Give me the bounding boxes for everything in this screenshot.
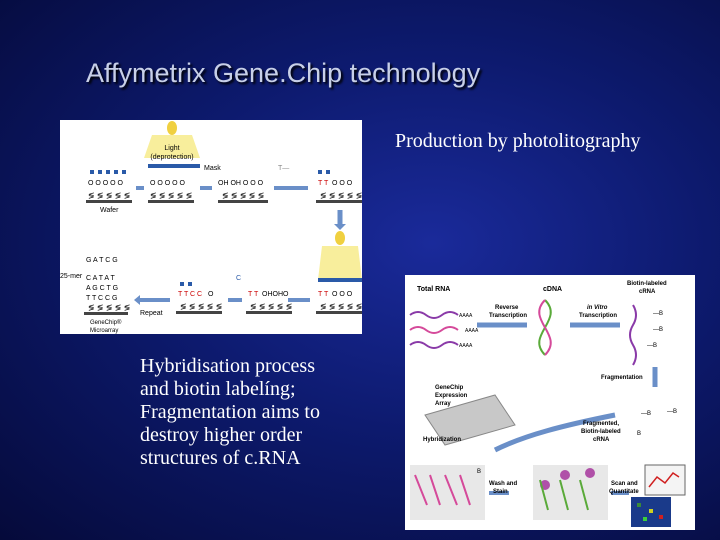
svg-text:Fragmented,: Fragmented,	[583, 421, 619, 427]
caption-line-4: destroy higher order	[140, 424, 303, 446]
wafer-3: OH OH O O O ≶ ≶ ≶ ≶ ≶ T—	[218, 165, 289, 203]
arrow-hyb	[493, 412, 616, 453]
light-bulb-2-icon	[335, 231, 345, 245]
light-label: Light	[164, 145, 179, 152]
mer-label: 25-mer	[60, 273, 83, 280]
rna-strand-2	[409, 326, 459, 334]
svg-text:Biotin-labeled: Biotin-labeled	[581, 429, 621, 435]
hybridization-label: Hybridization	[423, 437, 461, 443]
svg-text:≶ ≶ ≶ ≶ ≶: ≶ ≶ ≶ ≶ ≶	[180, 302, 222, 311]
svg-text:≶ ≶ ≶ ≶ ≶: ≶ ≶ ≶ ≶ ≶	[88, 191, 130, 200]
svg-text:OH OH O O O: OH OH O O O	[218, 180, 264, 187]
svg-text:—B: —B	[667, 409, 677, 415]
svg-text:B: B	[637, 431, 641, 437]
light-beam-icon	[144, 135, 200, 158]
svg-text:Array: Array	[435, 401, 451, 407]
svg-text:T T: T T	[318, 291, 329, 298]
svg-text:T T C C G: T T C C G	[86, 295, 118, 302]
total-rna-label: Total RNA	[417, 286, 450, 293]
svg-text:≶ ≶ ≶ ≶ ≶: ≶ ≶ ≶ ≶ ≶	[88, 303, 130, 312]
caption-line-3: Fragmentation aims to	[140, 401, 320, 423]
wafer-label: Wafer	[100, 207, 119, 214]
svg-text:AAAA: AAAA	[465, 328, 479, 334]
crna-strand	[629, 304, 637, 366]
svg-text:T T: T T	[318, 180, 329, 187]
svg-text:Expression: Expression	[435, 393, 468, 399]
svg-text:≶ ≶ ≶ ≶ ≶: ≶ ≶ ≶ ≶ ≶	[222, 191, 264, 200]
caption-line-2: and biotin labelíng;	[140, 378, 296, 400]
stain-panel	[533, 465, 608, 520]
slide-subtitle: Production by photolitography	[395, 130, 641, 152]
svg-text:G A T C G: G A T C G	[86, 257, 118, 264]
photolithography-diagram: Light (deprotection) Mask O O O O O ≶ ≶ …	[60, 120, 362, 334]
svg-text:Reverse: Reverse	[495, 305, 519, 311]
svg-text:≶ ≶ ≶ ≶ ≶: ≶ ≶ ≶ ≶ ≶	[320, 302, 362, 311]
photolithography-svg: Light (deprotection) Mask O O O O O ≶ ≶ …	[60, 121, 362, 334]
svg-text:T T C C: T T C C	[178, 291, 202, 298]
svg-text:C A T A T: C A T A T	[86, 275, 116, 282]
svg-text:T T: T T	[248, 291, 259, 298]
wafer-7: T T C C O ≶ ≶ ≶ ≶ ≶	[176, 282, 222, 314]
svg-text:≶ ≶ ≶ ≶ ≶: ≶ ≶ ≶ ≶ ≶	[320, 191, 362, 200]
svg-text:Biotin-labeled: Biotin-labeled	[627, 281, 667, 287]
slide-title: Affymetrix Gene.Chip technology	[86, 58, 481, 88]
svg-text:T—: T—	[278, 165, 289, 172]
svg-text:Transcription: Transcription	[489, 313, 527, 319]
svg-text:O O O: O O O	[332, 180, 353, 187]
svg-text:≶ ≶ ≶ ≶ ≶: ≶ ≶ ≶ ≶ ≶	[150, 191, 192, 200]
light-bulb-icon	[167, 121, 177, 135]
repeat-label: Repeat	[140, 310, 163, 317]
svg-text:O O O O O: O O O O O	[150, 180, 186, 187]
genechip-array	[424, 394, 516, 446]
svg-text:GeneChip®: GeneChip®	[90, 319, 122, 326]
svg-text:—B: —B	[641, 411, 651, 417]
wafer-1: O O O O O ≶ ≶ ≶ ≶ ≶ Wafer	[86, 170, 132, 214]
wafer-2: O O O O O ≶ ≶ ≶ ≶ ≶	[148, 180, 194, 203]
hybridization-diagram: Total RNA cDNA Biotin-labeled cRNA AAAA …	[405, 275, 695, 530]
svg-text:OHOHO: OHOHO	[262, 291, 289, 298]
svg-text:Scan and: Scan and	[611, 481, 638, 487]
svg-text:AAAA: AAAA	[459, 343, 473, 349]
svg-text:Wash and: Wash and	[489, 481, 517, 487]
scanner-monitor-icon	[644, 464, 686, 496]
svg-text:—B: —B	[647, 343, 657, 349]
svg-text:O: O	[208, 291, 214, 298]
svg-text:A G C T G: A G C T G	[86, 285, 118, 292]
caption-text: Hybridisation process and biotin labelín…	[140, 355, 400, 470]
rna-strand-3	[409, 341, 459, 349]
svg-text:C: C	[236, 275, 241, 282]
svg-text:AAAA: AAAA	[459, 313, 473, 319]
svg-text:—B: —B	[653, 311, 663, 317]
svg-text:≶ ≶ ≶ ≶ ≶: ≶ ≶ ≶ ≶ ≶	[250, 302, 292, 311]
svg-text:—B: —B	[653, 327, 663, 333]
fragmentation-label: Fragmentation	[601, 375, 643, 381]
svg-text:cRNA: cRNA	[593, 437, 610, 443]
mask-label: Mask	[204, 165, 221, 172]
svg-text:O O O: O O O	[332, 291, 353, 298]
svg-text:GeneChip: GeneChip	[435, 385, 464, 391]
svg-text:cRNA: cRNA	[639, 289, 656, 295]
caption-line-1: Hybridisation process	[140, 355, 315, 377]
svg-text:B: B	[477, 469, 481, 475]
svg-text:Stain: Stain	[493, 489, 508, 495]
hybridization-svg: Total RNA cDNA Biotin-labeled cRNA AAAA …	[409, 281, 686, 527]
svg-text:Transcription: Transcription	[579, 313, 617, 319]
svg-text:Quantitate: Quantitate	[609, 489, 639, 495]
svg-text:Microarray: Microarray	[90, 328, 118, 334]
rna-strand-1	[409, 311, 459, 319]
cdna-label: cDNA	[543, 286, 562, 293]
svg-text:in Vitro: in Vitro	[587, 305, 608, 311]
mask-bar	[148, 164, 200, 168]
deprotection-label: (deprotection)	[150, 154, 193, 161]
svg-text:O O O O O: O O O O O	[88, 180, 124, 187]
caption-line-5: structures of c.RNA	[140, 447, 301, 469]
